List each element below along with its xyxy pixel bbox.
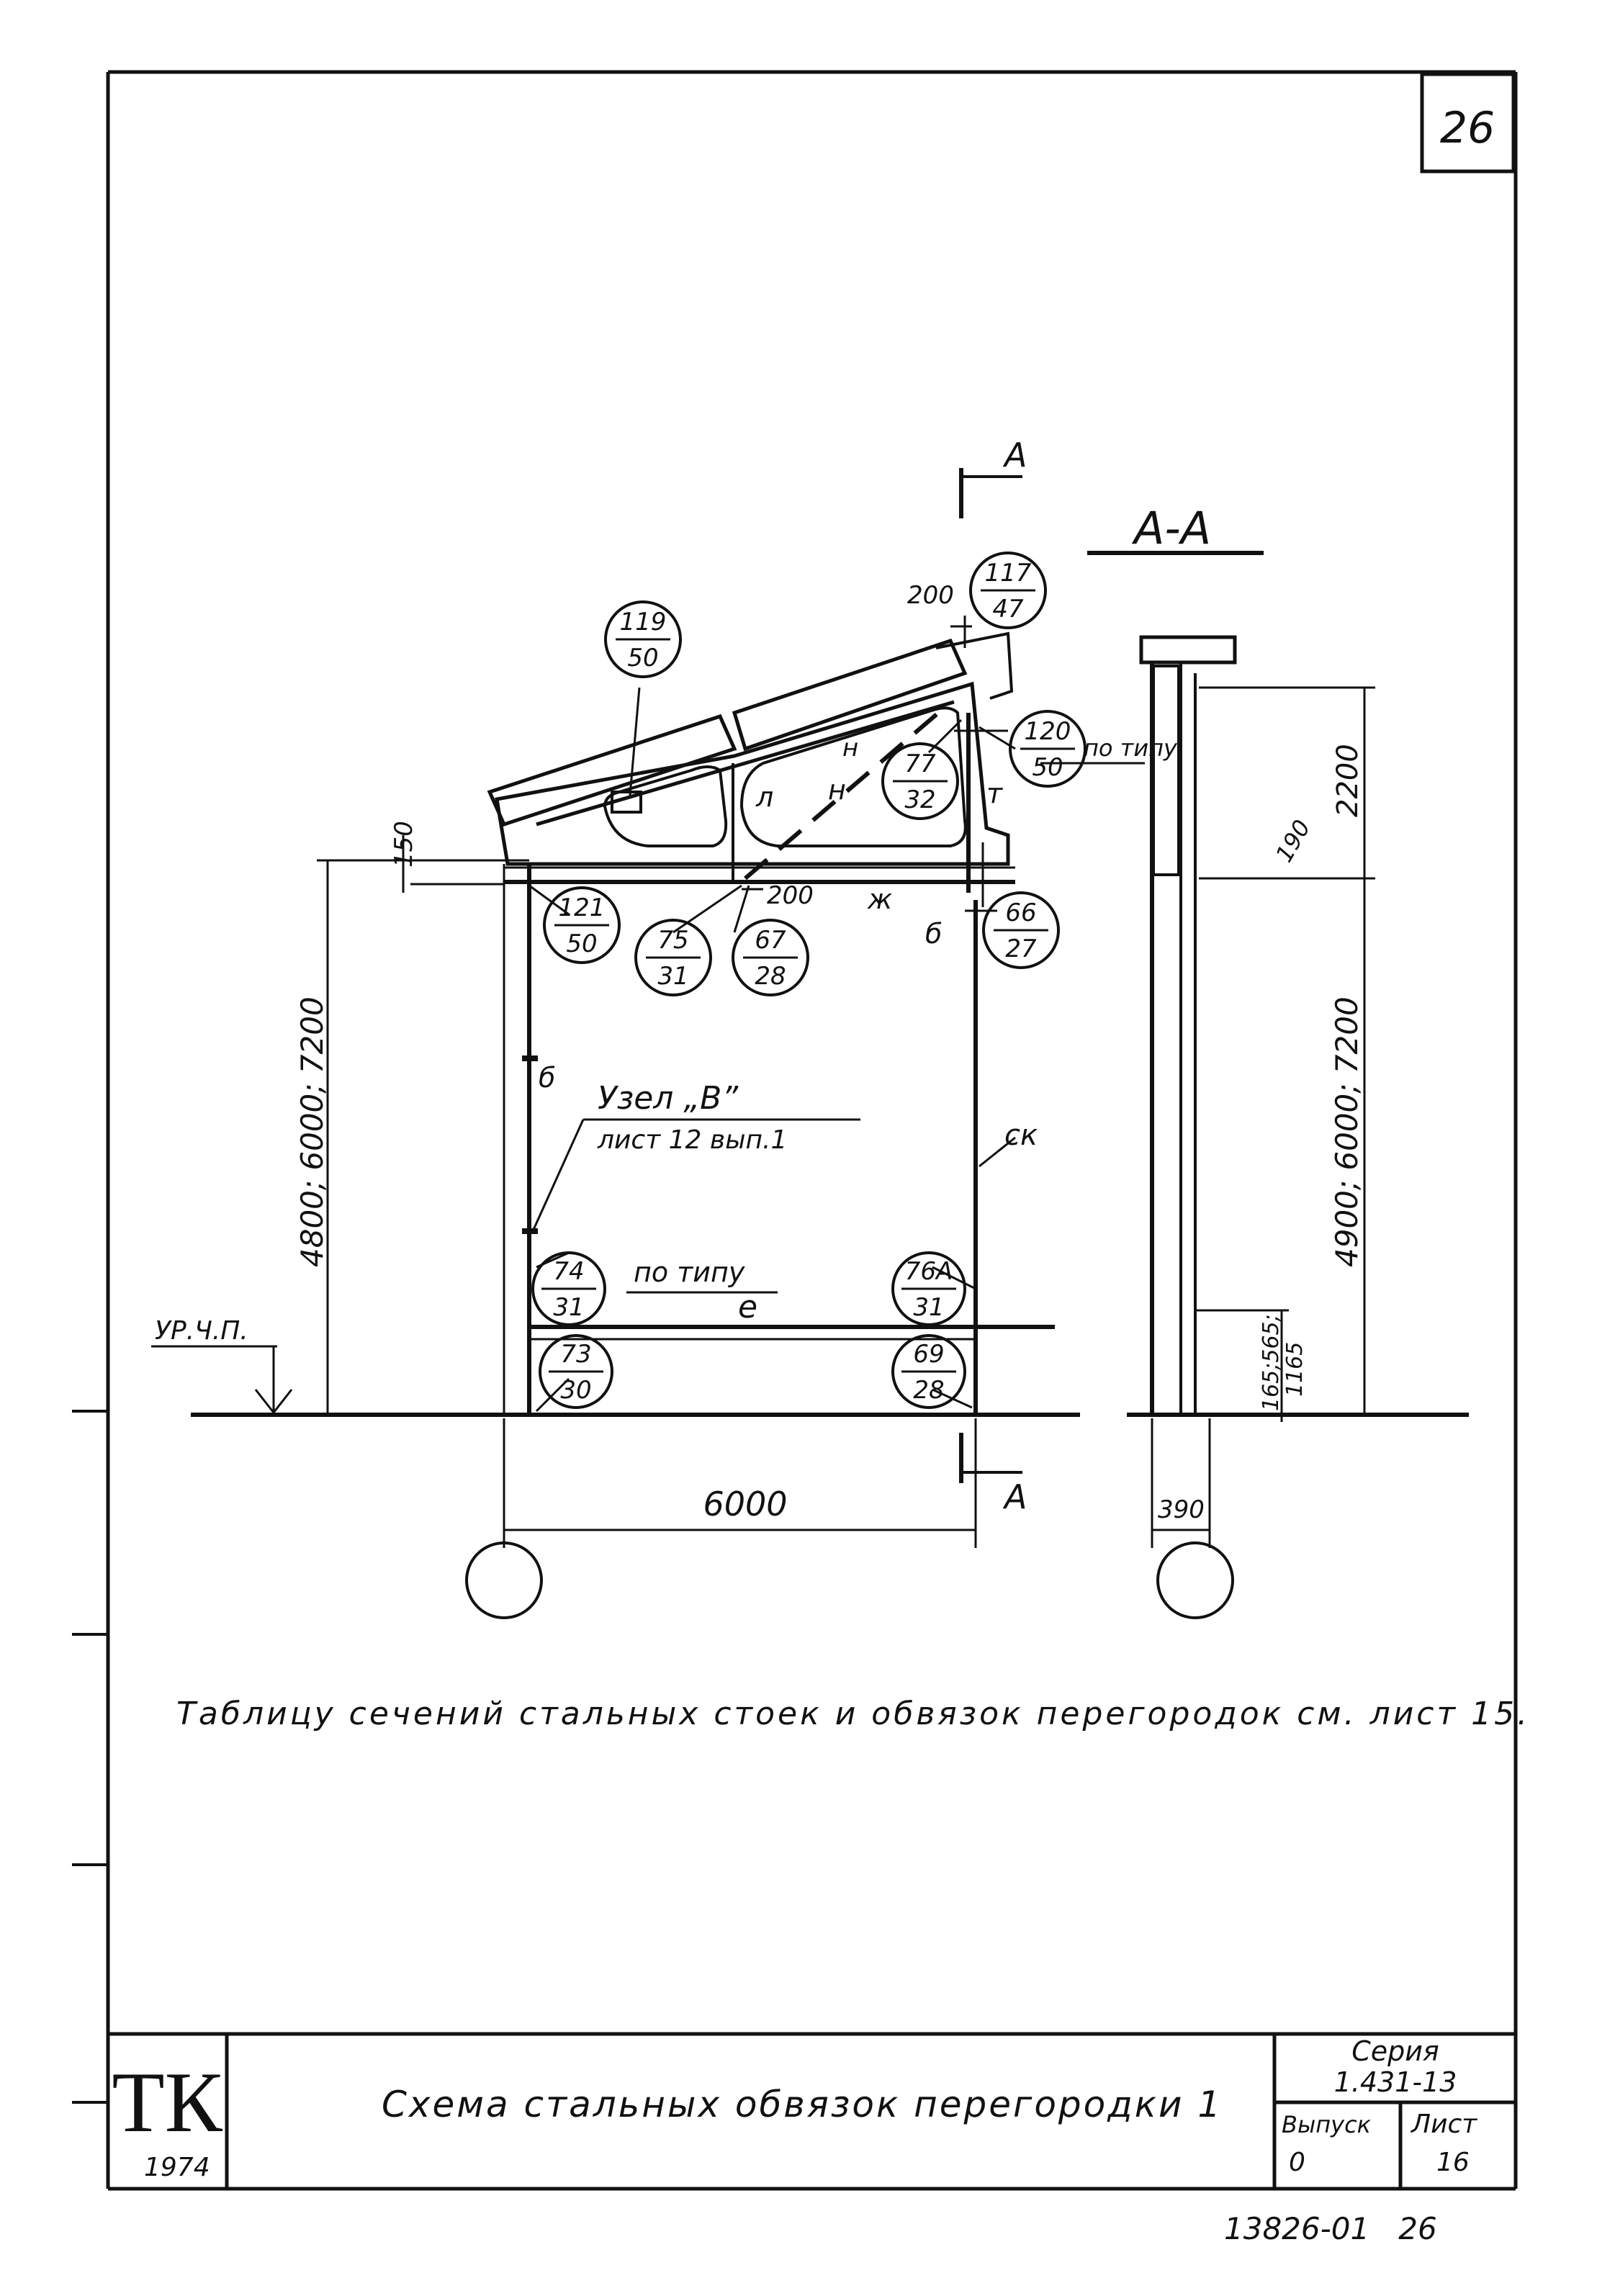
grid-axis-marker-right — [1156, 1541, 1234, 1619]
section-title: А-А — [1131, 502, 1211, 554]
svg-text:28: 28 — [755, 962, 786, 991]
svg-text:73: 73 — [560, 1340, 591, 1369]
logo-tk: ТК — [112, 2054, 222, 2150]
svg-text:121: 121 — [559, 893, 606, 922]
section-dim-1165: 1165 — [1282, 1342, 1308, 1397]
roof-bracing — [536, 700, 955, 827]
label-b-left: б — [539, 1062, 555, 1094]
label-n-upper: н — [842, 734, 858, 762]
label-e: е — [738, 1289, 757, 1325]
callout-76A-31: 76А 31 — [891, 1251, 966, 1326]
span-dim-label: 6000 — [703, 1485, 787, 1523]
binding-ticks — [72, 1410, 108, 2104]
svg-text:31: 31 — [657, 962, 688, 991]
archive-number: 13826-01 26 — [1224, 2211, 1437, 2246]
svg-text:119: 119 — [620, 608, 667, 636]
floor-level-arrow — [254, 1389, 293, 1415]
node-ref-leader — [531, 1119, 585, 1232]
svg-text:31: 31 — [913, 1293, 944, 1322]
roof-bracket — [611, 791, 642, 814]
section-mark-bottom-label: А — [1002, 1477, 1027, 1516]
by-type-top: по типу — [1084, 734, 1178, 762]
dimension-200-top: 200 — [907, 581, 954, 610]
svg-text:66: 66 — [1005, 899, 1036, 927]
svg-text:76А: 76А — [905, 1257, 953, 1286]
svg-text:117: 117 — [985, 559, 1032, 587]
callout-121-50: 121 50 — [543, 886, 621, 964]
svg-text:67: 67 — [755, 926, 786, 955]
callout-117-47: 117 47 — [969, 552, 1047, 629]
dimension-200-mid: 200 — [767, 881, 814, 910]
floor-level-label: УР.Ч.П. — [155, 1316, 248, 1346]
by-type-mid: по типу — [634, 1256, 745, 1288]
roof-slab-right — [732, 638, 968, 752]
svg-text:47: 47 — [992, 595, 1024, 623]
page-number-box — [1420, 72, 1516, 174]
truss-body — [495, 681, 1010, 866]
sheet-value: 16 — [1436, 2148, 1470, 2177]
sheet-label: Лист — [1410, 2110, 1477, 2139]
section-mark-top-label: А — [1002, 436, 1027, 474]
logo-year: 1974 — [144, 2153, 210, 2182]
node-ref: лист 12 вып.1 — [597, 1125, 787, 1155]
note-text: Таблицу сечений стальных стоек и обвязок… — [176, 1696, 1530, 1732]
callout-74-31: 74 31 — [531, 1251, 606, 1326]
svg-text:75: 75 — [657, 926, 688, 955]
svg-text:30: 30 — [560, 1376, 591, 1405]
callout-73-30: 73 30 — [539, 1334, 613, 1409]
label-l: л — [755, 781, 773, 813]
section-dim-165: 165;565; — [1259, 1314, 1284, 1411]
callout-67-28: 67 28 — [732, 919, 809, 996]
elevation-view: А А 4800; 6000; 7200 150 УР.Ч.П. 6000 Уз… — [151, 436, 1178, 1619]
label-n: н — [828, 774, 846, 806]
section-roof-cap — [1139, 635, 1237, 665]
page-frame — [106, 70, 1518, 2191]
callout-120-50: 120 50 — [1009, 710, 1087, 788]
section-dim-2200: 2200 — [1331, 744, 1364, 817]
dimension-150: 150 — [390, 821, 418, 868]
section-dim-190: 190 — [1270, 815, 1315, 867]
issue-value: 0 — [1289, 2148, 1305, 2177]
callout-66-27: 66 27 — [982, 891, 1060, 969]
svg-text:69: 69 — [913, 1340, 944, 1369]
svg-text:77: 77 — [904, 749, 936, 778]
roof-end-detail — [935, 631, 1014, 700]
svg-text:50: 50 — [627, 644, 658, 672]
node-title: Узел „В” — [598, 1080, 739, 1117]
callout-77-32: 77 32 — [881, 742, 959, 820]
callout-75-31: 75 31 — [634, 919, 712, 996]
section-height-label: 4900; 6000; 7200 — [1329, 996, 1364, 1267]
svg-text:50: 50 — [1032, 753, 1063, 782]
svg-text:32: 32 — [904, 785, 935, 814]
svg-text:28: 28 — [913, 1376, 944, 1405]
title-text: Схема стальных обвязок перегородки 1 — [382, 2084, 1223, 2125]
callout-leaders — [528, 616, 1145, 1413]
callout-119-50: 119 50 — [604, 600, 682, 678]
svg-text:31: 31 — [553, 1293, 584, 1322]
label-t: т — [986, 778, 1004, 809]
issue-label: Выпуск — [1282, 2111, 1372, 2138]
truss-opening-left — [603, 765, 728, 847]
height-dim-label: 4800; 6000; 7200 — [294, 996, 330, 1267]
series-value: 1.431-13 — [1334, 2066, 1457, 2098]
section-dim-390: 390 — [1158, 1495, 1205, 1524]
callout-69-28: 69 28 — [891, 1334, 966, 1409]
svg-text:27: 27 — [1005, 935, 1037, 963]
svg-text:50: 50 — [566, 929, 597, 958]
label-sk: ск — [1004, 1119, 1038, 1152]
grid-axis-marker-left — [465, 1541, 543, 1619]
title-block — [108, 2032, 1516, 2189]
page-number: 26 — [1440, 103, 1495, 153]
section-view: А-А 2200 190 4900; 6000; 7200 165;565; 1… — [1087, 502, 1469, 1619]
svg-text:74: 74 — [553, 1257, 584, 1286]
section-upper-post — [1152, 665, 1180, 876]
label-zh: ж — [867, 883, 892, 915]
svg-text:120: 120 — [1025, 717, 1071, 746]
series-label: Серия — [1351, 2035, 1439, 2067]
truss-opening-right — [739, 706, 967, 847]
label-b-right: б — [925, 918, 942, 950]
